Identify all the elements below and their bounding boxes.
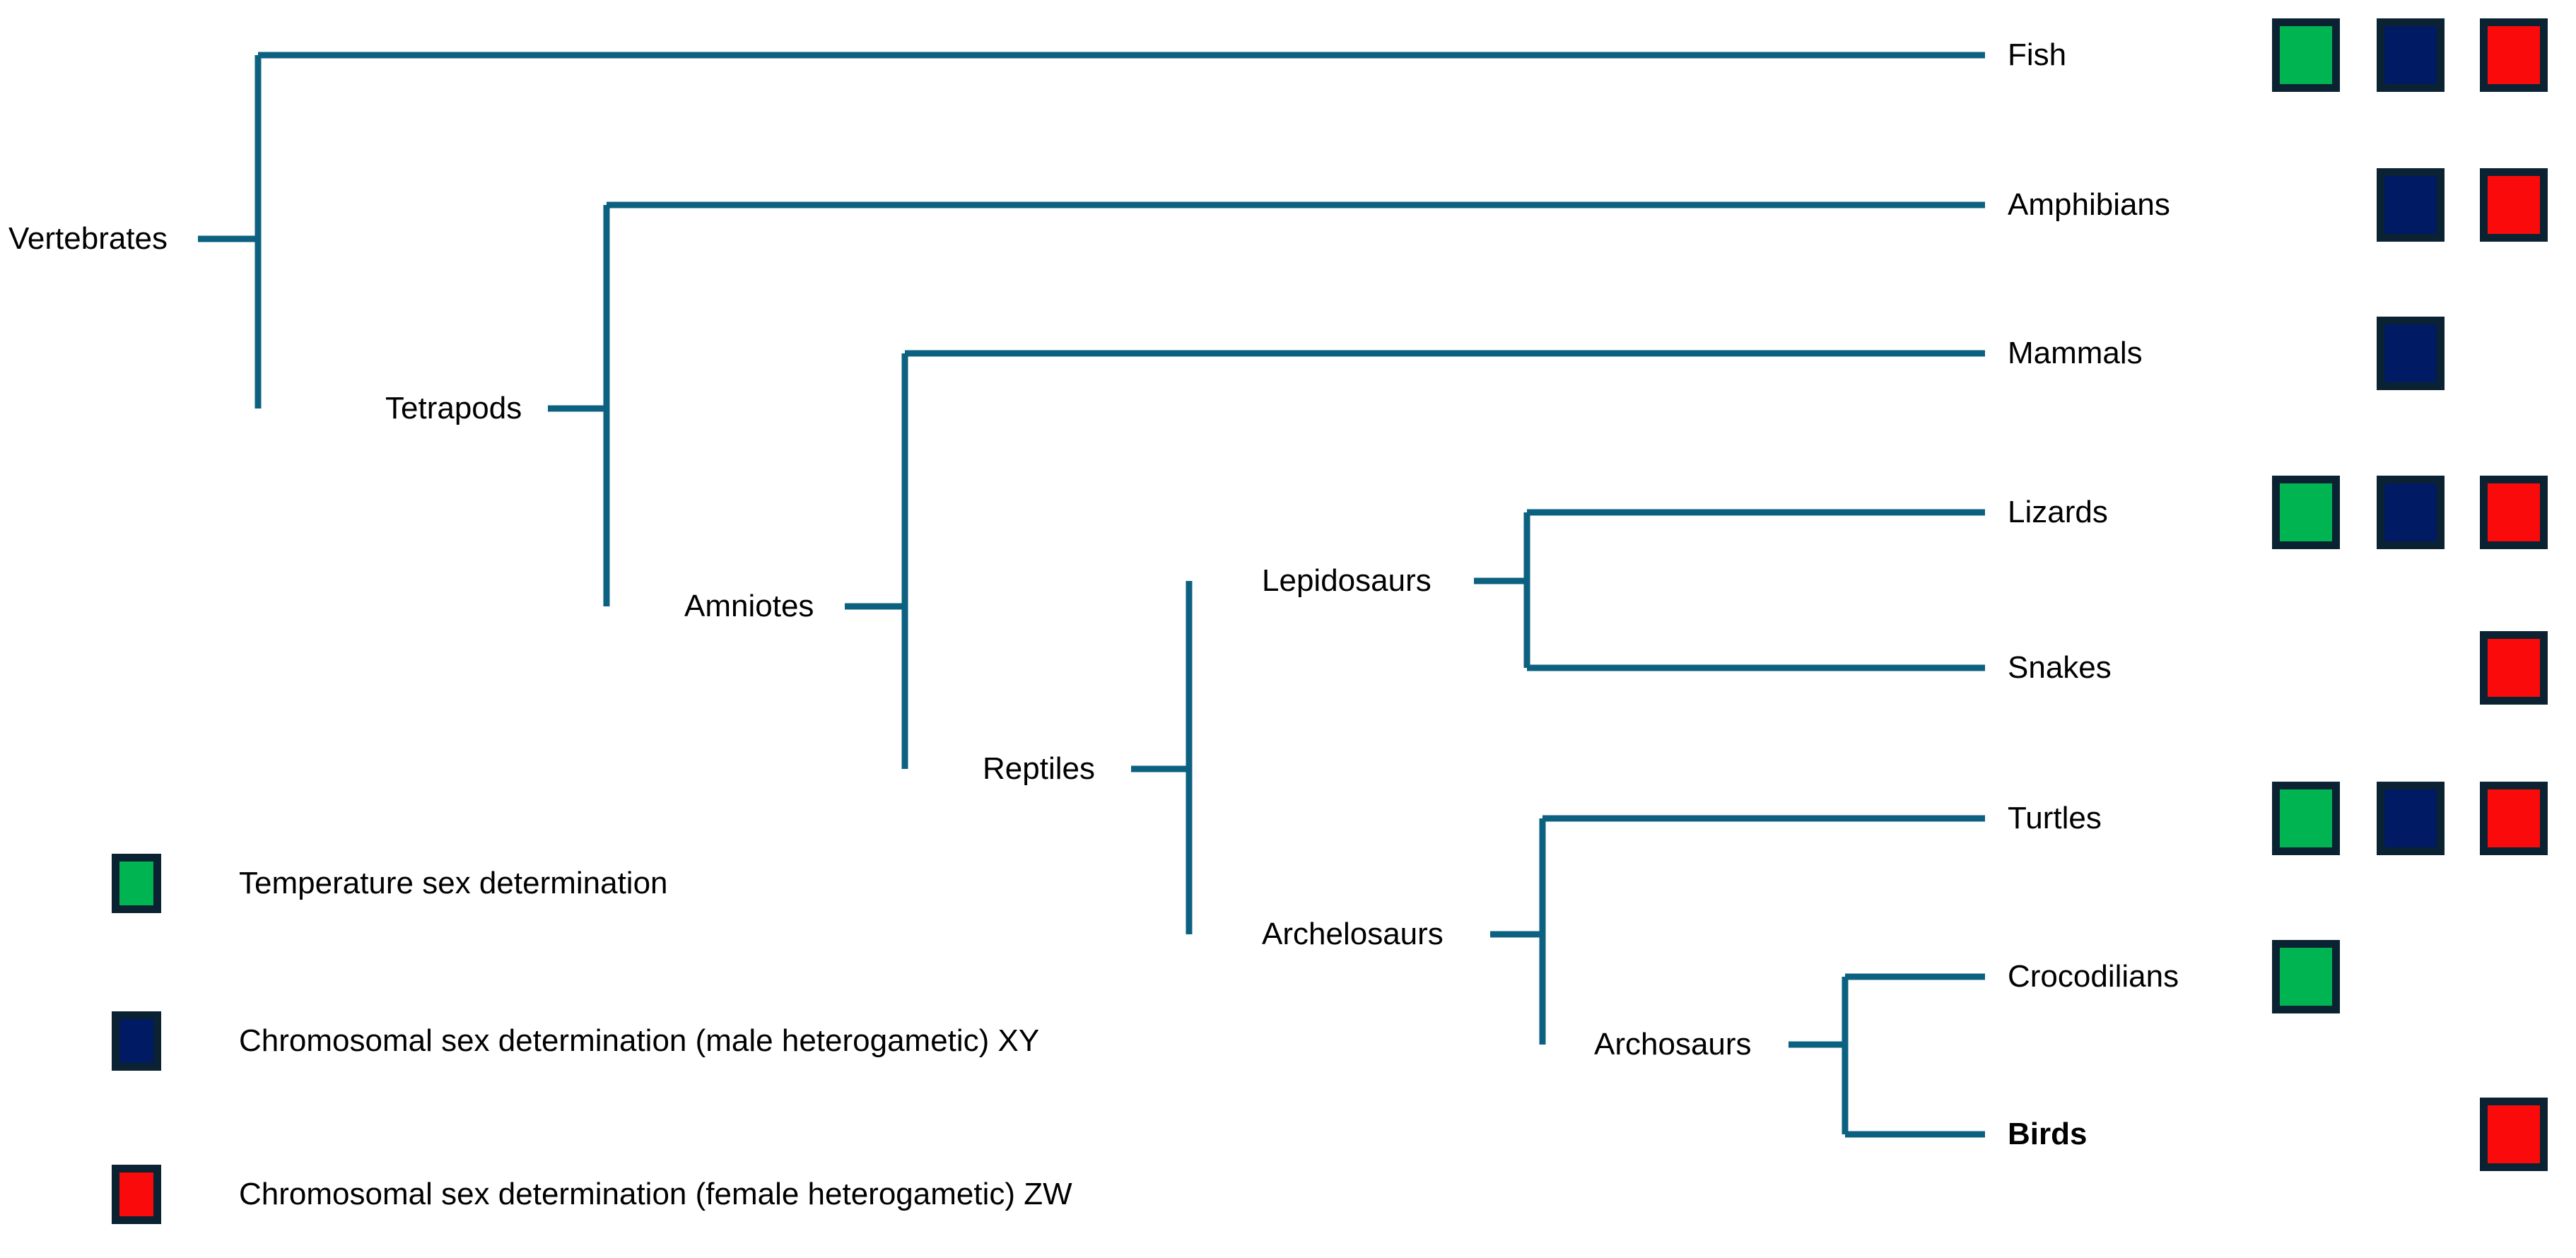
trait-swatch-amphibians-female_zw: [2480, 168, 2548, 242]
trait-swatch-crocodilians-temperature: [2272, 940, 2340, 1013]
trait-swatch-turtles-temperature: [2272, 782, 2340, 855]
trait-swatch-fish-temperature: [2272, 18, 2340, 92]
trait-swatch-birds-female_zw: [2480, 1098, 2548, 1171]
leaf-label-birds: Birds: [2008, 1117, 2088, 1151]
node-label-lepidosaurs: Lepidosaurs: [1262, 563, 1432, 598]
node-label-tetrapods: Tetrapods: [385, 391, 522, 425]
legend-female-zw-label: Chromosomal sex determination (female he…: [239, 1177, 1072, 1211]
leaf-label-snakes: Snakes: [2008, 650, 2112, 685]
trait-swatch-mammals-male_xy: [2377, 317, 2445, 390]
legend-male-xy-label: Chromosomal sex determination (male hete…: [239, 1023, 1040, 1058]
leaf-label-lizards: Lizards: [2008, 495, 2108, 529]
legend-temperature-swatch: [112, 854, 161, 913]
legend-female-zw-swatch: [112, 1165, 161, 1224]
leaf-label-crocodilians: Crocodilians: [2008, 959, 2179, 994]
node-label-vertebrates: Vertebrates: [8, 221, 168, 256]
legend-temperature-label: Temperature sex determination: [239, 866, 668, 900]
trait-swatch-fish-male_xy: [2377, 18, 2445, 92]
trait-swatch-amphibians-male_xy: [2377, 168, 2445, 242]
trait-swatch-turtles-male_xy: [2377, 782, 2445, 855]
trait-swatch-lizards-female_zw: [2480, 476, 2548, 549]
node-label-amniotes: Amniotes: [684, 589, 814, 623]
node-label-reptiles: Reptiles: [983, 751, 1095, 786]
trait-swatch-turtles-female_zw: [2480, 782, 2548, 855]
trait-swatch-lizards-male_xy: [2377, 476, 2445, 549]
leaf-label-mammals: Mammals: [2008, 336, 2143, 370]
leaf-label-fish: Fish: [2008, 37, 2067, 72]
node-label-archelosaurs: Archelosaurs: [1262, 917, 1444, 951]
node-label-archosaurs: Archosaurs: [1594, 1027, 1752, 1062]
leaf-label-turtles: Turtles: [2008, 801, 2102, 835]
leaf-label-amphibians: Amphibians: [2008, 187, 2170, 222]
trait-swatch-lizards-temperature: [2272, 476, 2340, 549]
trait-swatch-snakes-female_zw: [2480, 631, 2548, 705]
legend-male-xy-swatch: [112, 1011, 161, 1071]
trait-swatch-fish-female_zw: [2480, 18, 2548, 92]
